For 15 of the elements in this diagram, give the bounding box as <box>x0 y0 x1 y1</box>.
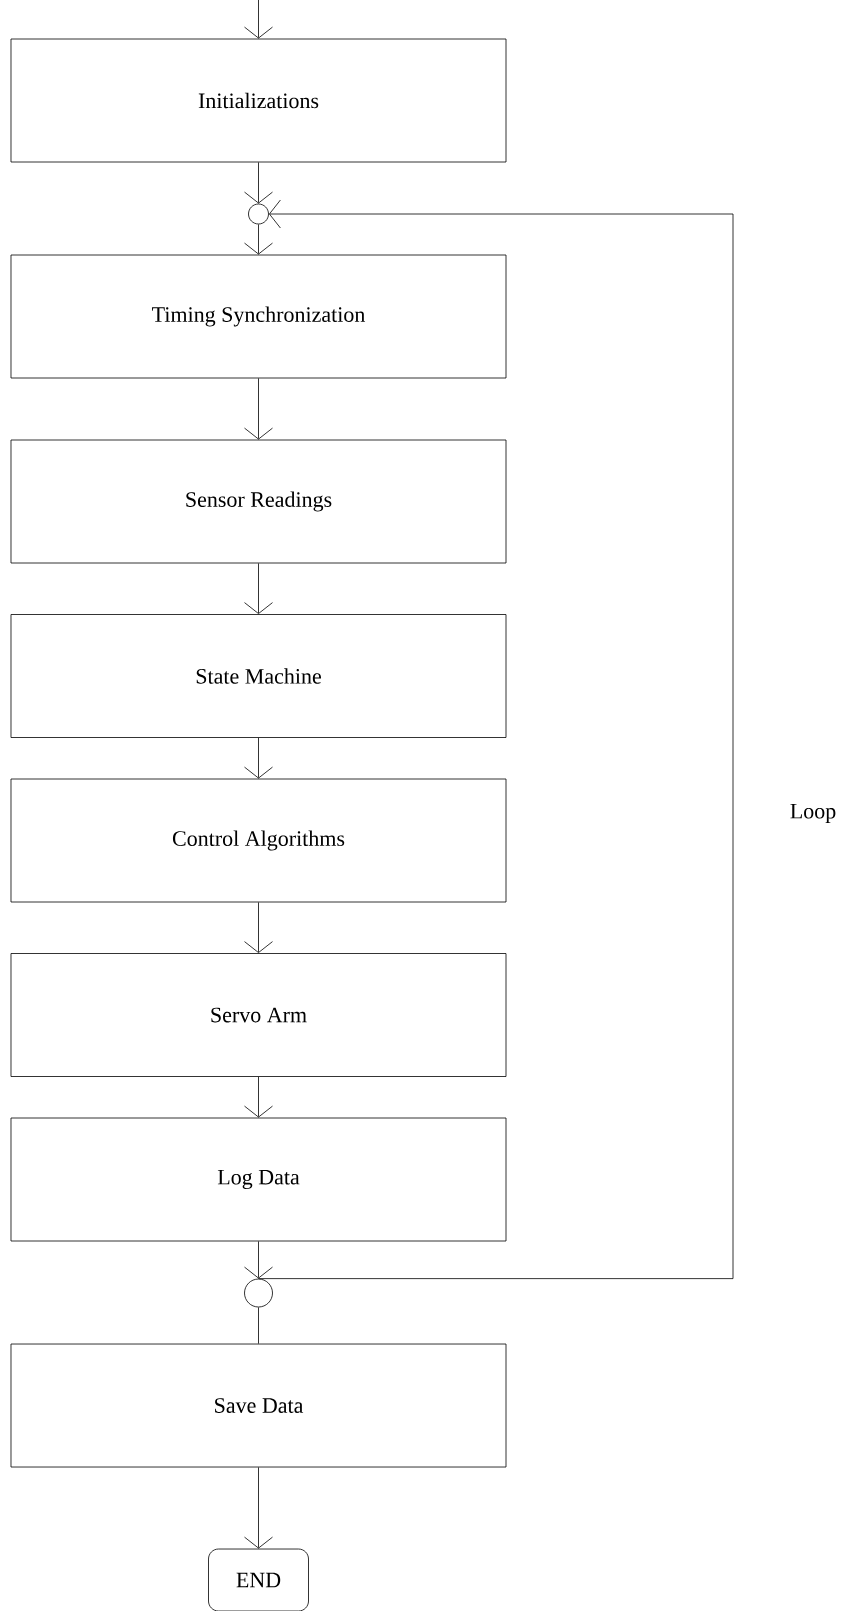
process-box: Initializations <box>10 38 507 163</box>
junction-circle <box>244 1278 273 1308</box>
arrow <box>244 1467 273 1549</box>
process-box: Servo Arm <box>10 953 507 1077</box>
arrow <box>244 378 273 440</box>
arrow <box>258 199 734 1279</box>
process-box: Sensor Readings <box>10 439 507 564</box>
terminal-box: END <box>208 1548 309 1611</box>
process-box: Timing Synchronization <box>10 254 507 379</box>
process-box: Log Data <box>10 1117 507 1242</box>
process-box: State Machine <box>10 614 507 738</box>
edge-label: Loop <box>787 801 839 826</box>
junction-circle <box>248 203 269 225</box>
process-box: Control Algorithms <box>10 778 507 903</box>
process-box: Save Data <box>10 1343 507 1468</box>
